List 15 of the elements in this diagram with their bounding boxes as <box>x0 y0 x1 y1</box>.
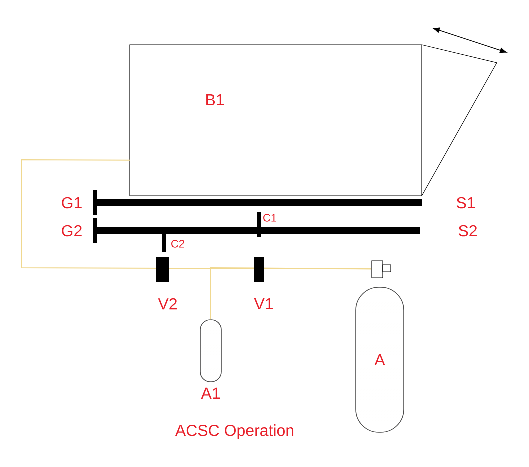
part-label: S2 <box>458 225 477 237</box>
part-label: V1 <box>254 298 273 310</box>
pipe <box>210 268 372 320</box>
gas-cylinder: A <box>356 287 404 433</box>
caption: ACSC Operation <box>175 424 294 440</box>
part-label: C2 <box>172 240 184 248</box>
part-label: C1 <box>264 214 276 222</box>
part-label: V2 <box>158 298 177 310</box>
part-label: G2 <box>62 225 82 237</box>
cylinder-label: A1 <box>201 388 220 399</box>
gas-cylinder <box>200 320 222 382</box>
gas-cylinder <box>372 260 392 278</box>
part-label: G1 <box>62 197 82 209</box>
part-label: S1 <box>456 197 475 209</box>
machine-box: B1 <box>130 44 422 196</box>
